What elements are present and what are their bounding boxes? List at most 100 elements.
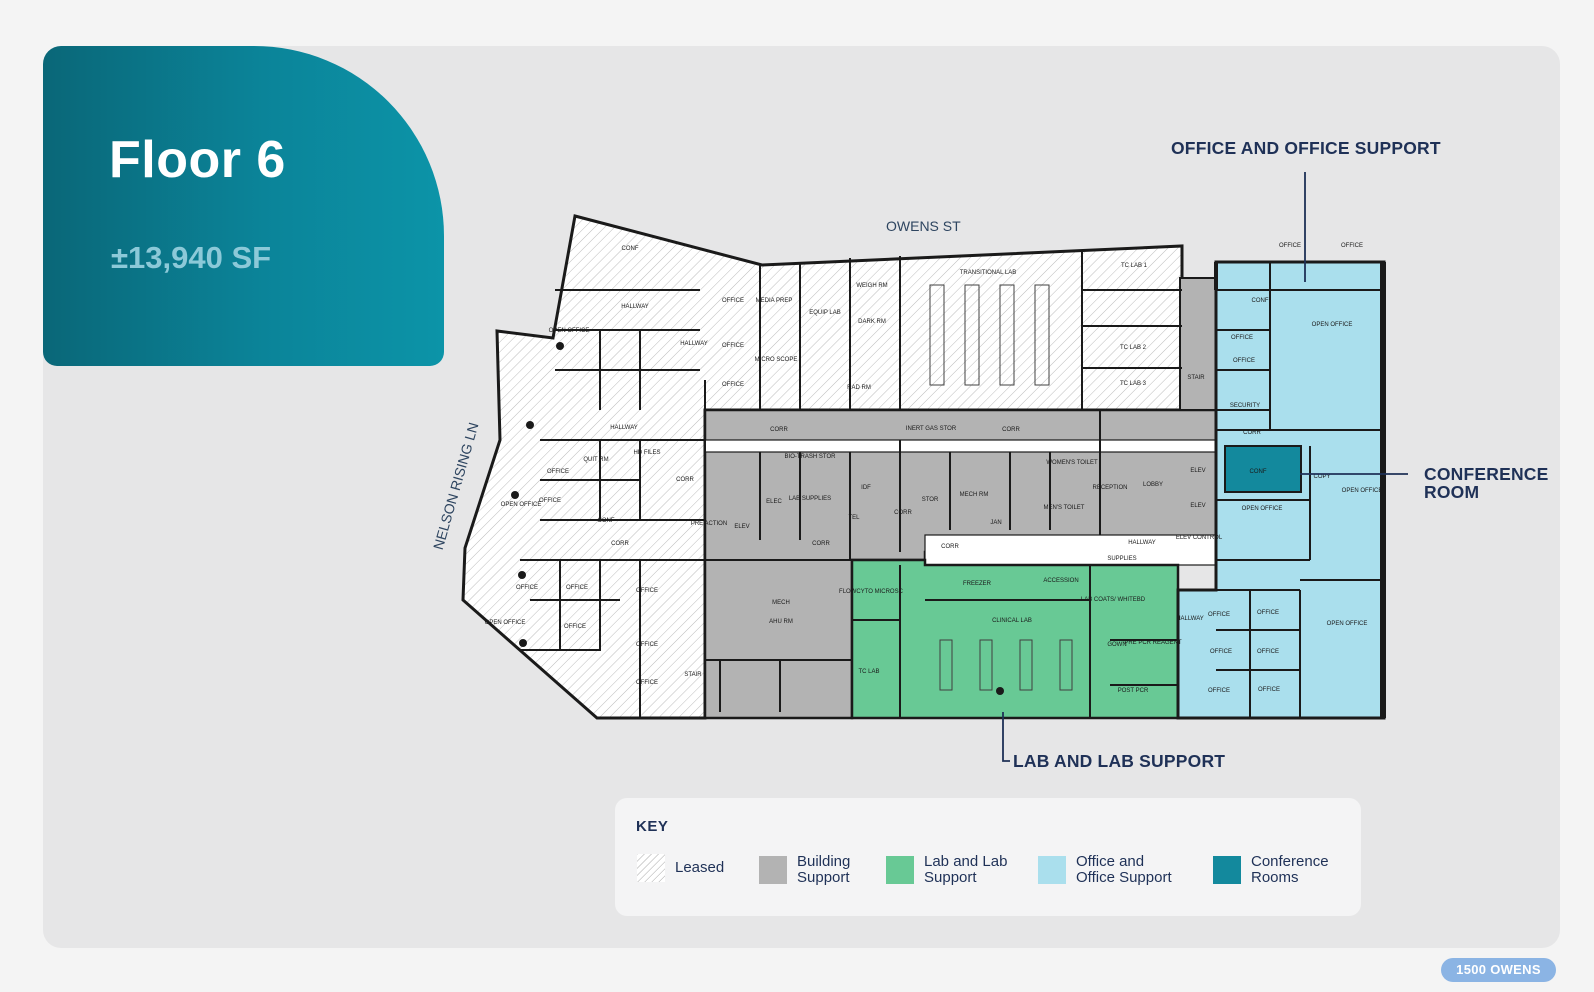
room-label: CORR	[894, 510, 912, 516]
room-label: ELEV	[1190, 468, 1205, 474]
legend-label: Office and Office Support	[1076, 853, 1172, 886]
room-label: PRE ACTION	[691, 521, 727, 527]
legend-label: Building Support	[797, 853, 851, 886]
room-label: CONF	[598, 518, 615, 524]
property-badge: 1500 OWENS	[1441, 958, 1556, 982]
legend-label: Leased	[675, 859, 725, 876]
room-label: DARK RM	[858, 319, 886, 325]
room-label: OPEN OFFICE	[1342, 488, 1383, 494]
legend-item-lab: Lab and Lab Support	[886, 854, 1014, 886]
room-label: MEDIA PREP	[756, 298, 793, 304]
room-label: OPEN OFFICE	[1312, 322, 1353, 328]
room-label: STAIR	[1187, 375, 1205, 381]
room-label: MECH	[772, 600, 790, 606]
leased-swatch	[637, 854, 665, 882]
room-label: OFFICE	[1208, 688, 1230, 694]
callout-leaders	[1002, 172, 1408, 762]
room-label: OFFICE	[722, 382, 744, 388]
room-label: COPY	[1313, 474, 1330, 480]
floor-title-panel: Floor 6 ±13,940 SF	[43, 46, 444, 366]
office-swatch	[1038, 856, 1066, 884]
room-label: OFFICE	[1279, 243, 1301, 249]
room-label: CORR	[770, 427, 788, 433]
room-label: LAB COATS/ WHITEBD	[1081, 597, 1146, 603]
lower-corridor	[924, 534, 1217, 566]
room-label: HALLWAY	[610, 425, 638, 431]
stair-core	[1179, 277, 1217, 411]
room-label: STOR	[922, 497, 939, 503]
room-label: HD FILES	[633, 450, 660, 456]
room-label: LOBBY	[1143, 482, 1163, 488]
room-label: OFFICE	[516, 585, 538, 591]
room-label: OFFICE	[1210, 649, 1232, 655]
room-label: GOWN	[1107, 642, 1126, 648]
legend-item-building-support: Building Support	[759, 854, 887, 886]
room-label: ELEC	[766, 499, 782, 505]
conference-callout: CONFERENCE ROOM	[1424, 465, 1549, 501]
lab-benches	[929, 284, 1073, 691]
room-label: CONF	[622, 246, 639, 252]
room-label: WEIGH RM	[856, 283, 887, 289]
conference-callout-line2: ROOM	[1424, 482, 1480, 502]
room-label: HALLWAY	[1128, 540, 1156, 546]
room-label: OFFICE	[636, 642, 658, 648]
room-label: IDF	[861, 485, 871, 491]
room-label: POST PCR	[1118, 688, 1149, 694]
room-label: OFFICE	[722, 298, 744, 304]
building-support-swatch	[759, 856, 787, 884]
floor-area: ±13,940 SF	[111, 240, 272, 275]
room-label: TC LAB 2	[1120, 345, 1147, 351]
room-label: RECEPTION	[1092, 485, 1127, 491]
room-label: OFFICE	[1208, 612, 1230, 618]
room-label: EQUIP LAB	[809, 310, 841, 316]
room-label: ELEV	[1190, 503, 1205, 509]
room-label: OPEN OFFICE	[501, 502, 542, 508]
legend-label: Lab and Lab Support	[924, 853, 1008, 886]
room-label: CORR	[812, 541, 830, 547]
room-label: FLOWCYTO MICROSC	[839, 589, 904, 595]
room-label: BIO-TRASH STOR	[785, 454, 837, 460]
room-label: TEL	[848, 515, 860, 521]
room-label: CORR	[676, 477, 694, 483]
room-label: HALLWAY	[680, 341, 708, 347]
room-label: ELEV CONTROL	[1176, 535, 1223, 541]
lab-callout: LAB AND LAB SUPPORT	[1013, 751, 1226, 771]
room-label: OFFICE	[636, 680, 658, 686]
room-label: ACCESSION	[1043, 578, 1078, 584]
corridor-band	[704, 439, 1217, 453]
room-label: TC LAB 1	[1121, 263, 1148, 269]
room-label: OPEN OFFICE	[485, 620, 526, 626]
street-label-north: OWENS ST	[886, 218, 961, 234]
room-label: OFFICE	[1257, 610, 1279, 616]
room-label: OPEN OFFICE	[1327, 621, 1368, 627]
room-label: OFFICE	[636, 588, 658, 594]
legend-item-leased: Leased	[637, 854, 765, 882]
room-label: SECURITY	[1230, 403, 1260, 409]
room-label: PRE PCR REAGENT	[1124, 640, 1182, 646]
room-label: CLINICAL LAB	[992, 618, 1032, 624]
room-label: OFFICE	[1258, 687, 1280, 693]
room-label: JAN	[990, 520, 1001, 526]
room-label: MEN'S TOILET	[1044, 505, 1085, 511]
room-label: RAD RM	[847, 385, 871, 391]
room-label: STAIR	[684, 672, 702, 678]
room-label: LAB SUPPLIES	[789, 496, 831, 502]
room-label: TC LAB	[858, 669, 879, 675]
room-label: CORR	[941, 544, 959, 550]
room-label: CONF	[1250, 469, 1267, 475]
room-labels: OPEN OFFICE CONF HALLWAY HALLWAY HALLWAY…	[485, 243, 1383, 694]
room-label: CONF	[1252, 298, 1269, 304]
room-label: OFFICE	[722, 343, 744, 349]
room-label: SUPPLIES	[1107, 556, 1136, 562]
room-label: WOMEN'S TOILET	[1046, 460, 1098, 466]
floor-title: Floor 6	[109, 131, 286, 189]
room-label: HALLWAY	[621, 304, 649, 310]
room-label: OPEN OFFICE	[549, 328, 590, 334]
room-label: OFFICE	[1257, 649, 1279, 655]
room-label: FREEZER	[963, 581, 992, 587]
room-label: INERT GAS STOR	[906, 426, 957, 432]
room-label: OFFICE	[539, 498, 561, 504]
legend-item-office: Office and Office Support	[1038, 854, 1186, 886]
lab-swatch	[886, 856, 914, 884]
